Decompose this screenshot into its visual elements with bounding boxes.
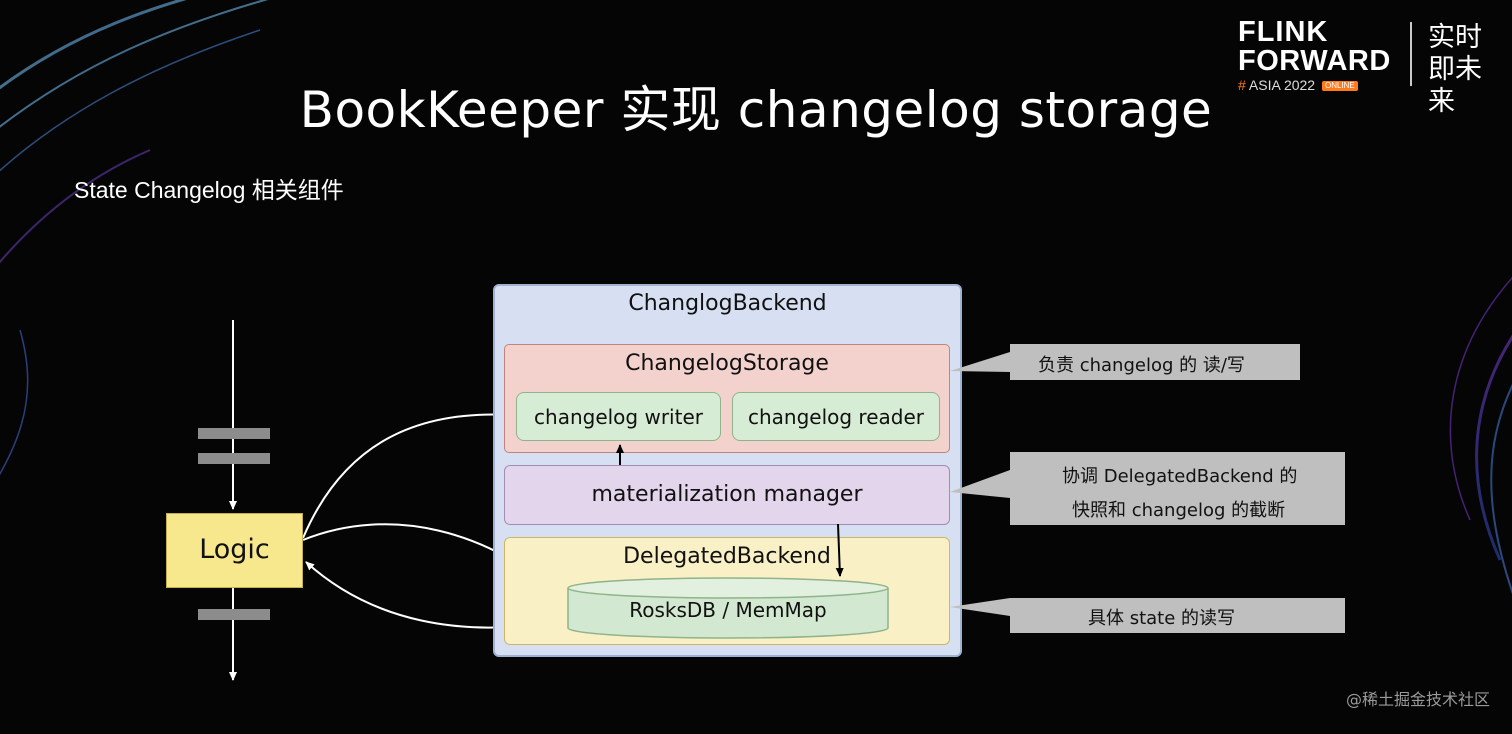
logic-label: Logic [199,534,270,565]
note-db: 具体 state 的读写 [1010,598,1345,633]
callout-pointer-storage [950,352,1010,372]
stream-bar [198,428,270,439]
note-manager-line-1: 协调 DelegatedBackend 的 [1062,466,1298,487]
note-manager-line-2: 快照和 changelog 的截断 [1072,500,1286,521]
note-manager: 协调 DelegatedBackend 的 快照和 changelog 的截断 [1010,452,1345,525]
backend-label: ChanglogBackend [628,291,827,316]
changelog-writer-box: changelog writer [516,392,721,441]
arrow-logic-to-writer [302,410,513,539]
logo-line-1: FLINK [1238,16,1329,48]
logic-box: Logic [166,513,303,588]
logo-line-3: # ASIA 2022 ONLINE [1238,78,1408,92]
stream-bar [198,453,270,464]
db-label: RosksDB / MemMap [629,598,827,622]
reader-label: changelog reader [747,405,924,429]
page-title: BookKeeper 实现 changelog storage [299,81,1213,139]
db-cylinder-body [567,588,889,639]
note-storage: 负责 changelog 的 读/写 [1010,344,1300,380]
page-subtitle: State Changelog 相关组件 [74,177,344,203]
note-db-text: 具体 state 的读写 [1088,608,1236,629]
changelog-reader-box: changelog reader [732,392,940,441]
watermark: @稀土掘金技术社区 [1345,690,1490,709]
online-badge: ONLINE [1321,81,1358,92]
event-logo: FLINK FORWARD # ASIA 2022 ONLINE [1238,16,1408,93]
logo-divider [1410,22,1412,86]
logo-hash: # [1238,77,1246,93]
storage-label: ChangelogStorage [625,351,829,376]
manager-label: materialization manager [591,482,863,507]
db-label-wrap: RosksDB / MemMap [568,596,888,626]
note-storage-text: 负责 changelog 的 读/写 [1038,355,1245,376]
stream-bar [198,609,270,620]
logo-event: ASIA 2022 [1248,77,1316,93]
arrow-manager-to-db [835,523,844,577]
logo-line-2: FORWARD [1238,45,1391,77]
db-cylinder-top [567,577,889,599]
writer-label: changelog writer [534,405,703,429]
callout-pointer-manager [950,470,1010,498]
materialization-manager-box: materialization manager [504,465,950,525]
callout-pointer-db [950,598,1010,616]
delegated-label: DelegatedBackend [623,544,831,569]
slogan: 实时即未来 [1428,22,1482,117]
